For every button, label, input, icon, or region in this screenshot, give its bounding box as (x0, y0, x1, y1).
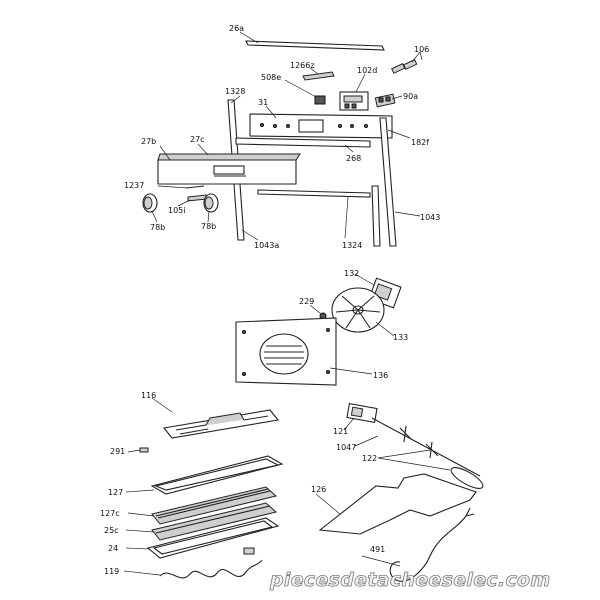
label-229: 229 (299, 297, 314, 306)
label-1328: 1328 (225, 87, 245, 96)
label-182f: 182f (411, 138, 429, 147)
label-102d: 102d (357, 66, 377, 75)
label-27c: 27c (190, 135, 205, 144)
part-27c-panel-top (157, 143, 301, 161)
part-78b-knob-left (142, 193, 158, 223)
label-127c: 127c (100, 509, 120, 518)
label-122: 122 (362, 454, 377, 463)
part-229-nut (309, 304, 327, 320)
part-78b-knob-right (203, 193, 219, 223)
part-1043-right-upright (371, 185, 421, 247)
label-1237: 1237 (124, 181, 144, 190)
label-127: 127 (108, 488, 123, 497)
part-133-fan-blade (331, 287, 395, 337)
label-268: 268 (346, 154, 361, 163)
label-116: 116 (141, 391, 156, 400)
label-132: 132 (344, 269, 359, 278)
label-27b: 27b (141, 137, 156, 146)
part-1237-rod (157, 185, 205, 189)
part-136-rear-panel (235, 317, 373, 386)
part-127c-grill-rack (127, 486, 278, 525)
label-90a: 90a (403, 92, 418, 101)
label-1043: 1043 (420, 213, 440, 222)
label-78b-left: 78b (150, 223, 165, 232)
label-121: 121 (333, 427, 348, 436)
label-1324: 1324 (342, 241, 362, 250)
label-106: 106 (414, 45, 429, 54)
part-116-grill-element (151, 397, 280, 439)
part-24-drip-pan (125, 517, 280, 559)
part-1266z-wire (302, 67, 335, 81)
label-119: 119 (104, 567, 119, 576)
part-508e-switch (284, 79, 326, 105)
part-1043a-left-upright (241, 229, 259, 241)
part-26a-top-rail (239, 31, 385, 51)
label-491: 491 (370, 545, 385, 554)
part-121-rotisserie-motor (343, 403, 378, 431)
label-31: 31 (258, 98, 268, 107)
part-119-bottom-element (123, 559, 263, 579)
part-1047-rotisserie-spit (354, 417, 481, 477)
part-1324-lower-rail (257, 189, 371, 239)
label-1043a: 1043a (254, 241, 279, 250)
part-106-screws (391, 51, 423, 74)
part-31-control-panel (249, 105, 393, 139)
part-27b-front-panel (157, 145, 297, 185)
part-90a-connector (374, 93, 403, 108)
label-126: 126 (311, 485, 326, 494)
part-491-wiring (361, 507, 475, 582)
label-78b-right: 78b (201, 222, 216, 231)
part-25c-rack (125, 502, 278, 541)
label-105i: 105i (168, 206, 186, 215)
part-126-oven-element (315, 473, 477, 535)
part-291-clip (127, 447, 149, 453)
part-182f-right-bracket (379, 117, 411, 247)
label-25c: 25c (104, 526, 119, 535)
label-24: 24 (108, 544, 118, 553)
label-508e: 508e (261, 73, 281, 82)
part-122-rotisserie-forks (377, 425, 484, 489)
part-127-tray (125, 455, 284, 495)
part-102d-timer (339, 73, 369, 111)
part-105i-bracket (177, 194, 207, 207)
watermark-text: piecesdetacheeselec.com (269, 569, 551, 591)
label-133: 133 (393, 333, 408, 342)
label-26a: 26a (229, 24, 244, 33)
label-291: 291 (110, 447, 125, 456)
label-136: 136 (373, 371, 388, 380)
label-1047: 1047 (336, 443, 356, 452)
label-1266z: 1266z (290, 61, 315, 70)
part-268-rail (235, 137, 371, 153)
